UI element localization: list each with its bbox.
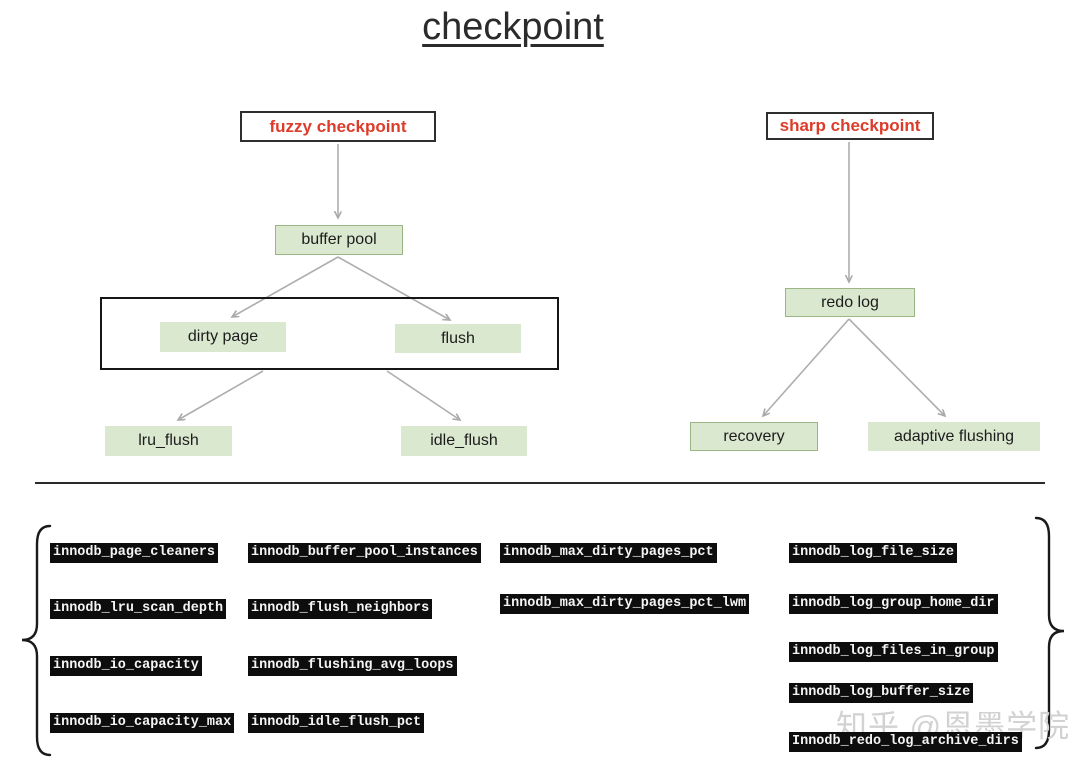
- param-innodb-page-cleaners: innodb_page_cleaners: [50, 543, 219, 563]
- node-sharp-checkpoint: sharp checkpoint: [766, 112, 934, 140]
- node-idle-flush: idle_flush: [401, 426, 527, 456]
- arrow-box-to-idleflush: [386, 370, 460, 420]
- section-divider: [35, 482, 1045, 484]
- param-innodb-log-file-size: innodb_log_file_size: [789, 543, 958, 563]
- param-innodb-log-files-in-group: innodb_log_files_in_group: [789, 642, 998, 662]
- param-innodb-max-dirty-pages-pct-lwm: innodb_max_dirty_pages_pct_lwm: [500, 594, 750, 614]
- node-dirty-page: dirty page: [160, 322, 286, 352]
- node-adaptive-flushing: adaptive flushing: [868, 422, 1040, 451]
- node-redo-log: redo log: [785, 288, 915, 317]
- param-innodb-log-buffer-size: innodb_log_buffer_size: [789, 683, 974, 703]
- param-innodb-io-capacity-max: innodb_io_capacity_max: [50, 713, 235, 733]
- param-innodb-max-dirty-pages-pct: innodb_max_dirty_pages_pct: [500, 543, 717, 563]
- param-innodb-idle-flush-pct: innodb_idle_flush_pct: [248, 713, 425, 733]
- left-curly-brace: [21, 524, 52, 757]
- node-buffer-pool: buffer pool: [275, 225, 403, 255]
- right-curly-brace: [1034, 516, 1065, 750]
- arrow-bufferpool-to-flush: [337, 256, 450, 320]
- param-innodb-io-capacity: innodb_io_capacity: [50, 656, 202, 676]
- node-flush: flush: [395, 324, 521, 353]
- param-innodb-flushing-avg-loops: innodb_flushing_avg_loops: [248, 656, 457, 676]
- dirty-page-flush-group-box: [100, 297, 559, 370]
- arrow-redolog-to-recovery: [763, 318, 850, 416]
- node-recovery: recovery: [690, 422, 818, 451]
- param-innodb-lru-scan-depth: innodb_lru_scan_depth: [50, 599, 227, 619]
- arrow-bufferpool-to-dirtypage: [232, 256, 339, 317]
- arrow-box-to-lruflush: [178, 370, 264, 420]
- param-innodb-redo-log-archive-dirs: Innodb_redo_log_archive_dirs: [789, 732, 1022, 752]
- node-lru-flush: lru_flush: [105, 426, 232, 456]
- param-innodb-flush-neighbors: innodb_flush_neighbors: [248, 599, 433, 619]
- param-innodb-log-group-home-dir: innodb_log_group_home_dir: [789, 594, 998, 614]
- param-innodb-buffer-pool-instances: innodb_buffer_pool_instances: [248, 543, 481, 563]
- node-fuzzy-checkpoint: fuzzy checkpoint: [240, 111, 436, 142]
- arrow-redolog-to-adaptive: [848, 318, 945, 416]
- page-title: checkpoint: [422, 6, 604, 48]
